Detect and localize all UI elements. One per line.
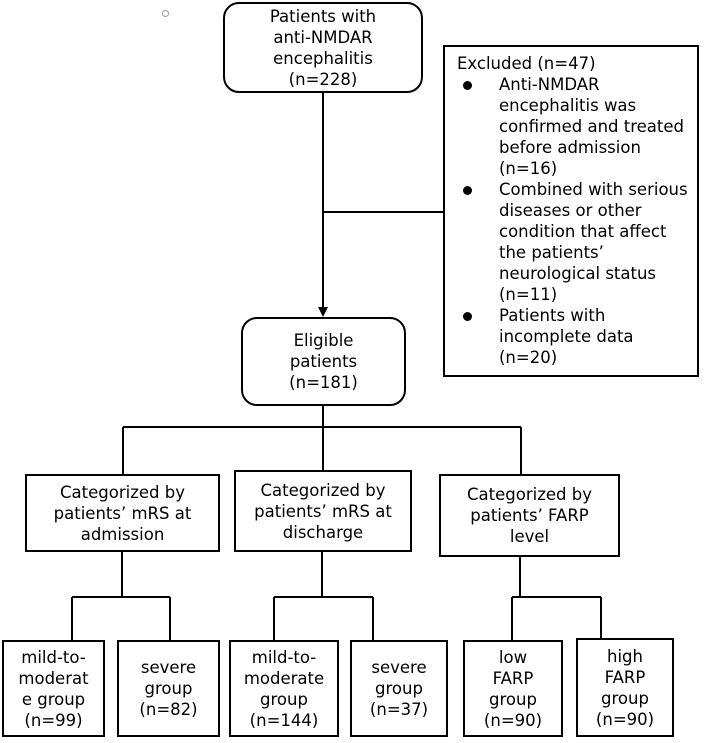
group-line: (n=90) — [595, 709, 655, 729]
category-line: Categorized by — [467, 485, 592, 504]
category-box-farp: Categorized by patients’ FARP level — [439, 474, 620, 557]
group-line: mild-to- — [251, 647, 317, 667]
group-line: (n=37) — [369, 700, 429, 719]
bullet-icon — [463, 186, 472, 195]
excluded-item: Combined with serious diseases or other … — [457, 179, 691, 305]
excluded-item-text: Anti-NMDAR encephalitis was confirmed an… — [499, 75, 684, 178]
group-box-admission-severe: severe group (n=82) — [117, 640, 220, 737]
stray-mark — [162, 10, 169, 17]
group-line: mild-to- — [21, 647, 86, 667]
excluded-item: Anti-NMDAR encephalitis was confirmed an… — [457, 74, 691, 179]
group-line: (n=90) — [483, 710, 543, 730]
excluded-item-text: Combined with serious diseases or other … — [499, 180, 688, 304]
group-line: group — [144, 679, 193, 698]
group-box-discharge-mild: mild-to- moderate group (n=144) — [229, 640, 339, 737]
group-line: severe — [371, 658, 427, 677]
category-line: admission — [80, 524, 165, 544]
category-line: patients’ mRS at — [53, 503, 192, 523]
category-line: discharge — [282, 522, 364, 542]
group-line: (n=99) — [24, 710, 83, 730]
group-line: (n=82) — [139, 700, 198, 719]
group-line: moderate — [243, 668, 325, 688]
excluded-title: Excluded (n=47) — [457, 54, 596, 73]
group-line: FARP — [492, 668, 534, 688]
bullet-icon — [463, 81, 472, 90]
group-line: severe — [140, 658, 197, 677]
group-box-admission-mild: mild-to- moderat e group (n=99) — [2, 640, 105, 737]
eligible-line-2: patients — [289, 352, 358, 371]
eligible-box: Eligible patients (n=181) — [241, 317, 406, 406]
group-line: moderat — [18, 668, 89, 688]
excluded-item-text: Patients with incomplete data (n=20) — [499, 306, 634, 367]
eligible-line-3: (n=181) — [289, 373, 358, 392]
group-line: group — [489, 689, 537, 709]
group-line: group — [260, 689, 308, 709]
category-line: patients’ FARP — [470, 506, 589, 525]
bullet-icon — [463, 312, 472, 321]
group-line: high — [607, 646, 643, 666]
category-line: Categorized by — [260, 480, 386, 500]
excluded-list: Anti-NMDAR encephalitis was confirmed an… — [457, 74, 691, 368]
category-line: Categorized by — [60, 482, 185, 502]
group-box-farp-high: high FARP group (n=90) — [576, 638, 674, 737]
category-box-admission: Categorized by patients’ mRS at admissio… — [25, 474, 220, 552]
top-line-3: encephalitis — [273, 48, 373, 68]
group-box-discharge-severe: severe group (n=37) — [350, 640, 448, 737]
excluded-box: Excluded (n=47) Anti-NMDAR encephalitis … — [443, 45, 699, 377]
top-box-patients: Patients with anti-NMDAR encephalitis (n… — [223, 2, 423, 93]
group-line: group — [601, 688, 649, 708]
top-line-4: (n=228) — [288, 69, 358, 89]
group-box-farp-low: low FARP group (n=90) — [463, 640, 563, 737]
category-line: level — [509, 527, 550, 546]
eligible-line-1: Eligible — [293, 331, 354, 350]
group-line: low — [498, 647, 528, 667]
category-box-discharge: Categorized by patients’ mRS at discharg… — [234, 470, 412, 552]
group-line: FARP — [604, 667, 646, 687]
category-line: patients’ mRS at — [254, 501, 392, 521]
group-line: group — [375, 679, 423, 698]
excluded-item: Patients with incomplete data (n=20) — [457, 305, 691, 368]
top-line-1: Patients with — [269, 6, 377, 26]
group-line: (n=144) — [249, 710, 319, 730]
top-line-2: anti-NMDAR — [273, 27, 373, 47]
group-line: e group — [21, 689, 86, 709]
